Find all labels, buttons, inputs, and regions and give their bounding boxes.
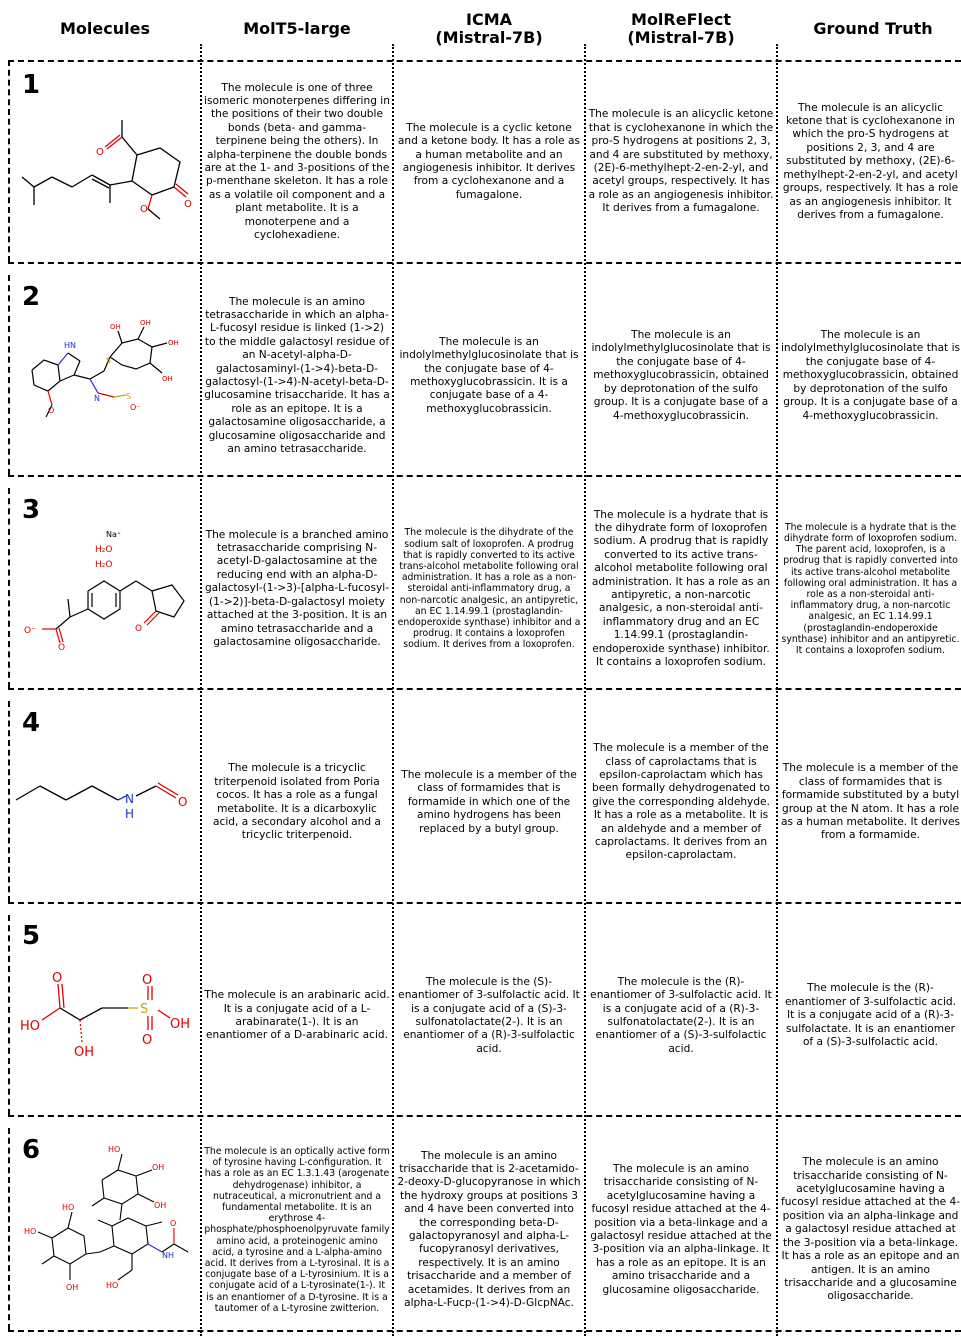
atom-label: HN	[64, 341, 76, 350]
atom-label: O	[142, 973, 152, 988]
row-left-edge	[8, 701, 10, 902]
atom-label: HO	[108, 1145, 120, 1154]
molt5-description: The molecule is one of three isomeric mo…	[204, 81, 390, 242]
atom-label: O	[170, 1219, 176, 1228]
atom-label: Na⁺	[106, 530, 121, 539]
molt5-description: The molecule is a branched amino tetrasa…	[204, 528, 390, 648]
atom-label: OH	[74, 1045, 94, 1060]
atom-label: HO	[106, 1281, 118, 1290]
row-number: 1	[22, 70, 41, 100]
icma-description: The molecule is the (S)-enantiomer of 3-…	[398, 975, 580, 1055]
atom-label: NH	[162, 1251, 174, 1260]
molreflect-description: The molecule is a member of the class of…	[592, 742, 770, 862]
atom-label: O	[184, 199, 192, 210]
atom-label: H₂O	[95, 545, 112, 555]
atom-label: N	[125, 792, 134, 806]
icma-description: The molecule is the dihydrate of the sod…	[397, 527, 581, 651]
header-ground-truth: Ground Truth	[813, 19, 933, 38]
atom-label: OH	[154, 1201, 166, 1210]
column-divider	[584, 44, 586, 1336]
atom-label: S	[126, 392, 131, 401]
molt5-description: The molecule is an optically active form…	[204, 1145, 390, 1314]
molreflect-description: The molecule is an alicyclic ketone that…	[588, 108, 774, 215]
row-border	[8, 60, 961, 62]
atom-label: O	[142, 1033, 152, 1048]
atom-label: OH	[140, 319, 151, 327]
atom-label: S	[106, 356, 111, 365]
atom-label: HO	[24, 1227, 36, 1236]
icma-description: The molecule is an amino trisaccharide t…	[397, 1149, 581, 1310]
atom-label: O⁻	[24, 626, 36, 636]
molt5-description: The molecule is an arabinaric acid. It i…	[204, 989, 390, 1042]
atom-label: OH	[110, 323, 121, 331]
row-number: 2	[22, 282, 41, 312]
atom-label: HO	[20, 1019, 40, 1034]
atom-label: OH	[170, 1017, 190, 1032]
row-border	[8, 688, 961, 690]
icma-description: The molecule is a member of the class of…	[401, 768, 577, 835]
atom-label: S	[140, 1002, 148, 1017]
atom-label: H₂O	[95, 560, 112, 570]
header-icma: ICMA (Mistral-7B)	[394, 0, 584, 58]
molecule-structure-6: HO OH OH HO HO NH O OH HO	[24, 1145, 189, 1292]
table-header: Molecules MolT5-large ICMA (Mistral-7B) …	[0, 0, 961, 58]
row-number: 3	[22, 495, 41, 525]
column-divider	[776, 44, 778, 1336]
atom-label: O	[52, 971, 62, 986]
row-left-edge	[8, 275, 10, 475]
molreflect-description: The molecule is the (R)-enantiomer of 3-…	[590, 975, 772, 1055]
atom-label: O	[96, 147, 104, 158]
row-number: 5	[22, 921, 41, 951]
ground-truth-description: The molecule is an amino trisaccharide c…	[780, 1156, 961, 1303]
molecule-structure-3: Na⁺ H₂O H₂O O⁻ O O	[24, 530, 185, 653]
column-divider	[200, 44, 202, 1336]
ground-truth-description: The molecule is the (R)-enantiomer of 3-…	[784, 982, 956, 1049]
row-border	[8, 1115, 961, 1117]
header-icma-text: ICMA (Mistral-7B)	[435, 10, 543, 47]
atom-label: OH	[66, 1283, 78, 1292]
row-left-edge	[8, 915, 10, 1115]
molreflect-description: The molecule is an amino trisaccharide c…	[590, 1162, 772, 1296]
header-molt5: MolT5-large	[243, 19, 351, 38]
molecule-structure-1: O O O	[21, 120, 192, 220]
molt5-description: The molecule is a tricyclic triterpenoid…	[213, 762, 381, 842]
row-border	[8, 475, 961, 477]
row-border	[8, 1330, 961, 1332]
row-border	[8, 902, 961, 904]
ground-truth-description: The molecule is a member of the class of…	[780, 762, 961, 842]
atom-label: OH	[168, 339, 179, 347]
atom-label: O	[140, 204, 148, 215]
atom-label: O	[178, 795, 187, 809]
atom-label: OH	[152, 1163, 164, 1172]
atom-label: N	[94, 394, 100, 403]
ground-truth-description: The molecule is a hydrate that is the di…	[781, 521, 960, 657]
atom-label: O⁻	[130, 403, 141, 412]
molt5-description: The molecule is an amino tetrasaccharide…	[204, 295, 390, 456]
header-molecules: Molecules	[60, 19, 150, 38]
icma-description: The molecule is a cyclic ketone and a ke…	[397, 121, 581, 201]
column-divider	[392, 44, 394, 1336]
ground-truth-description: The molecule is an alicyclic ketone that…	[782, 101, 959, 221]
atom-label: HO	[62, 1203, 74, 1212]
ground-truth-description: The molecule is an indolylmethylglucosin…	[780, 329, 961, 422]
atom-label: O	[135, 624, 142, 634]
row-left-edge	[8, 488, 10, 688]
header-molreflect: MolReFlect (Mistral-7B)	[586, 0, 776, 58]
atom-label: O	[58, 643, 65, 653]
header-molreflect-text: MolReFlect (Mistral-7B)	[627, 10, 735, 47]
row-border	[8, 262, 961, 264]
molreflect-description: The molecule is an indolylmethylglucosin…	[591, 329, 771, 422]
row-left-edge	[8, 1128, 10, 1330]
row-left-edge	[8, 60, 10, 262]
row-number: 6	[22, 1135, 41, 1165]
molecule-structure-2: HN O S N S O⁻ OH OH OH OH	[31, 319, 179, 418]
atom-label: O	[48, 406, 54, 415]
molecule-structure-5: HO O OH S O O OH	[20, 971, 190, 1060]
atom-label: OH	[162, 375, 173, 383]
row-number: 4	[22, 708, 41, 738]
icma-description: The molecule is an indolylmethylglucosin…	[399, 335, 579, 415]
atom-label: H	[125, 807, 134, 821]
molreflect-description: The molecule is a hydrate that is the di…	[591, 508, 771, 669]
molecule-structure-4: N H O	[15, 782, 187, 821]
